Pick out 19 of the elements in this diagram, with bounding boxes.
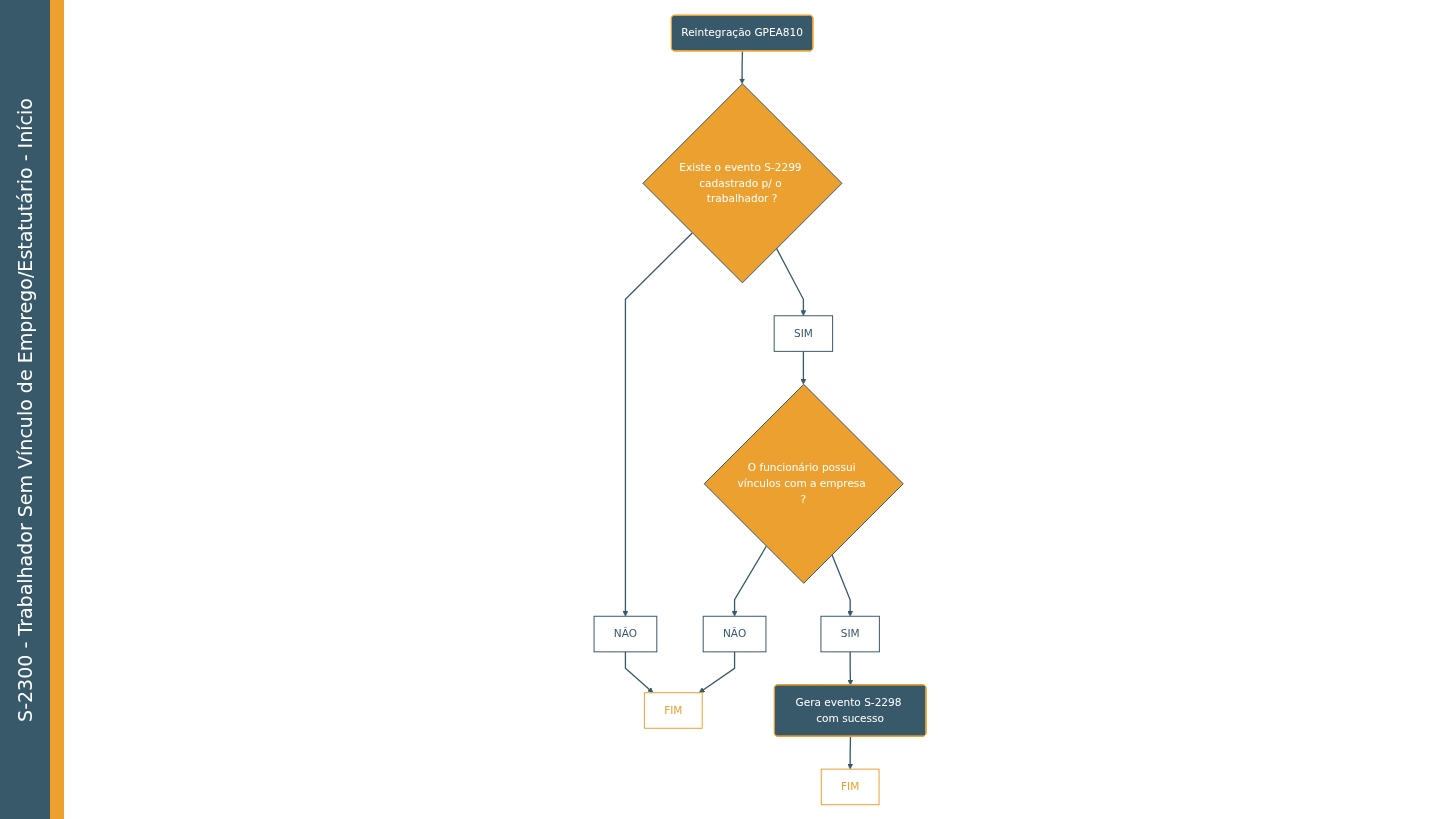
node-box: SIM [820, 615, 880, 653]
node-box: FIM [643, 692, 703, 729]
arrow [831, 554, 854, 617]
title: S-2300 - Trabalhador Sem Vínculo de Emprego/Estatutário - Início [14, 98, 36, 722]
node-diamond: Existe o evento S-2299 cadastrado p/ o trabalhador ? [642, 83, 843, 284]
arrow [847, 651, 854, 686]
node-diamond: O funcionário possui vínculos com a empresa ? [703, 383, 904, 584]
arrow [739, 50, 745, 85]
node-box: NÃO [593, 615, 658, 653]
node-box: FIM [820, 768, 880, 806]
arrow [731, 545, 767, 617]
arrow [847, 735, 854, 770]
arrow [624, 651, 654, 693]
arrow [800, 350, 807, 385]
node-box: NÃO [702, 615, 767, 653]
arrow [698, 651, 736, 693]
node-box: SIM [773, 315, 834, 352]
arrow [622, 232, 693, 617]
arrow [775, 247, 807, 317]
